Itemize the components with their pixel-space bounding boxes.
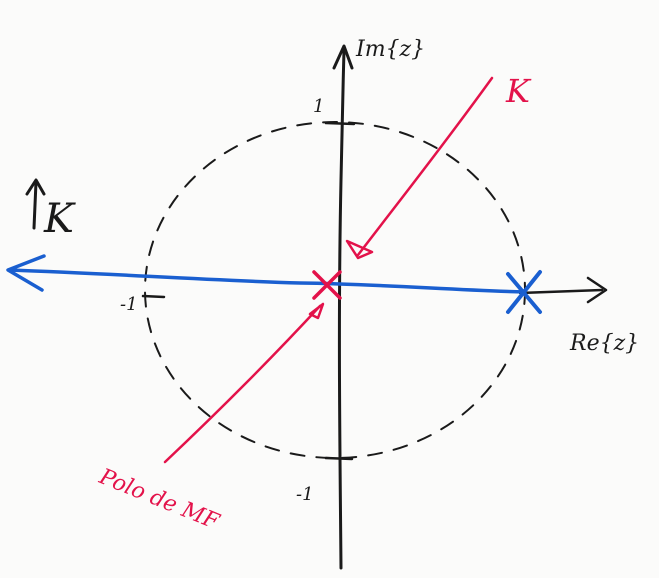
red-locus-branch-upper [356,76,494,257]
red-locus-arrowhead-upper [345,239,374,260]
blue-locus-arrowhead [6,254,46,292]
gain-label-red: K [505,72,532,110]
imaginary-axis [337,48,346,570]
tick-label-left: -1 [120,294,138,315]
imaginary-axis-arrowhead [332,44,354,70]
cross-icon [506,270,542,314]
real-axis-label: Re{z} [569,331,639,356]
tick-label-top: 1 [313,96,324,117]
tick-mark-bottom [324,456,354,461]
real-axis [518,288,604,295]
cross-icon [312,270,342,300]
real-axis-arrowhead [586,276,608,304]
blue-locus-branch [8,268,527,294]
tick-mark-left [141,294,166,299]
tick-label-bottom: -1 [296,484,314,505]
red-locus-arrowhead-lower [308,302,325,320]
arrow-up-icon [25,178,46,230]
red-locus-branch-lower [163,304,322,464]
tick-mark-top [324,121,356,126]
gain-label-black: K [43,196,76,242]
imaginary-axis-label: Im{z} [355,37,425,62]
closed-loop-pole-note: Polo de MF [95,464,223,535]
